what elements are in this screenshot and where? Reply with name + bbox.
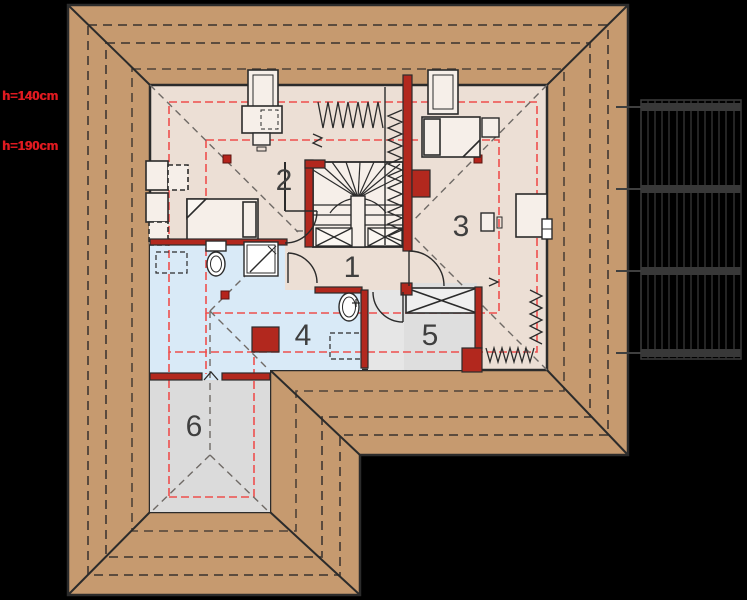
floor-vestibule <box>368 290 404 370</box>
door-vestibule <box>372 291 404 323</box>
chimney-stair <box>411 169 431 198</box>
valley-proj-down <box>209 310 270 371</box>
hip-proj-wing-left <box>151 454 211 512</box>
doors <box>284 210 445 323</box>
hanging-clothes-room3-side <box>528 289 544 345</box>
room-label-2: 2 <box>276 164 293 197</box>
keyboard-room3 <box>496 216 503 229</box>
hanging-clothes-top-closet <box>317 101 384 129</box>
hip-proj-topleft <box>149 84 299 233</box>
shower <box>243 241 279 277</box>
chimney-room5 <box>461 347 483 373</box>
blanket-fold-room3 <box>462 139 481 158</box>
hanging-clothes-side-closet <box>386 109 404 242</box>
hanging-clothes-room3-bottom <box>485 345 535 365</box>
room-label-3: 3 <box>453 210 470 243</box>
pergola-roof-ties <box>616 106 641 354</box>
pergola-beams <box>641 103 741 357</box>
wall-closet-right <box>402 74 413 252</box>
ridge-marker-1 <box>222 154 232 164</box>
wall-wing-left <box>149 372 203 381</box>
computer-room2 <box>252 132 271 146</box>
break-mark-room3 <box>488 277 500 287</box>
pergola-grid <box>616 99 742 360</box>
stair-fan-treads <box>312 161 404 214</box>
stair-straight-treads <box>313 204 403 226</box>
roof-hip-lines <box>67 4 629 596</box>
wall-stair-left <box>304 159 314 248</box>
pillow-room3 <box>423 118 441 156</box>
wardrobe-room2-a <box>145 160 169 191</box>
wall-stair-cap <box>304 159 326 169</box>
toilet <box>205 240 227 277</box>
chimney-bath <box>251 326 280 353</box>
room-label-6: 6 <box>186 410 203 443</box>
washbasin <box>338 292 360 322</box>
wall-basin <box>360 289 369 369</box>
washer-dashed <box>329 332 365 360</box>
bed-room2 <box>186 198 259 241</box>
stair-spine <box>350 195 366 248</box>
desk-room2-chair-dashed <box>260 109 279 130</box>
hip-proj-wing-right <box>209 454 269 512</box>
break-mark-closet <box>311 133 324 148</box>
roof-window-room3-inner <box>432 74 454 110</box>
wall-wing-right <box>221 372 271 381</box>
break-mark-wing-opening <box>203 371 219 381</box>
room-label-1: 1 <box>344 251 361 284</box>
furniture <box>145 69 553 360</box>
computer-room3 <box>480 212 495 232</box>
bed-room3 <box>421 116 481 158</box>
door-room2 <box>284 210 318 244</box>
valley-proj-up <box>209 242 279 312</box>
wall-room5-right <box>474 286 483 349</box>
wardrobe-room2-a-dashed <box>167 164 189 191</box>
wall-vestibule-stub <box>400 282 413 296</box>
wall-hall-bottom <box>314 286 363 294</box>
wardrobe-room5 <box>405 287 478 314</box>
pillow-room2 <box>242 201 257 238</box>
blanket-fold-room2 <box>186 198 208 220</box>
nightstand-room3 <box>481 117 500 138</box>
door-room3 <box>408 250 445 287</box>
bath-fixtures <box>205 240 360 322</box>
keyboard-room2 <box>256 146 267 152</box>
closet-symbols <box>203 101 544 381</box>
door-bathroom <box>287 252 318 284</box>
height-annotation-190: h=190cm <box>2 138 59 153</box>
cabinet-bath-dashed <box>155 251 188 274</box>
height-annotation-140: h=140cm <box>2 88 59 103</box>
ridge-marker-3 <box>220 290 230 300</box>
pergola-slats <box>647 100 735 359</box>
room-labels: 1 2 3 4 5 6 <box>186 164 470 443</box>
room-label-4: 4 <box>295 319 312 352</box>
room-label-5: 5 <box>422 319 439 352</box>
wardrobe-room2-b <box>145 192 169 223</box>
